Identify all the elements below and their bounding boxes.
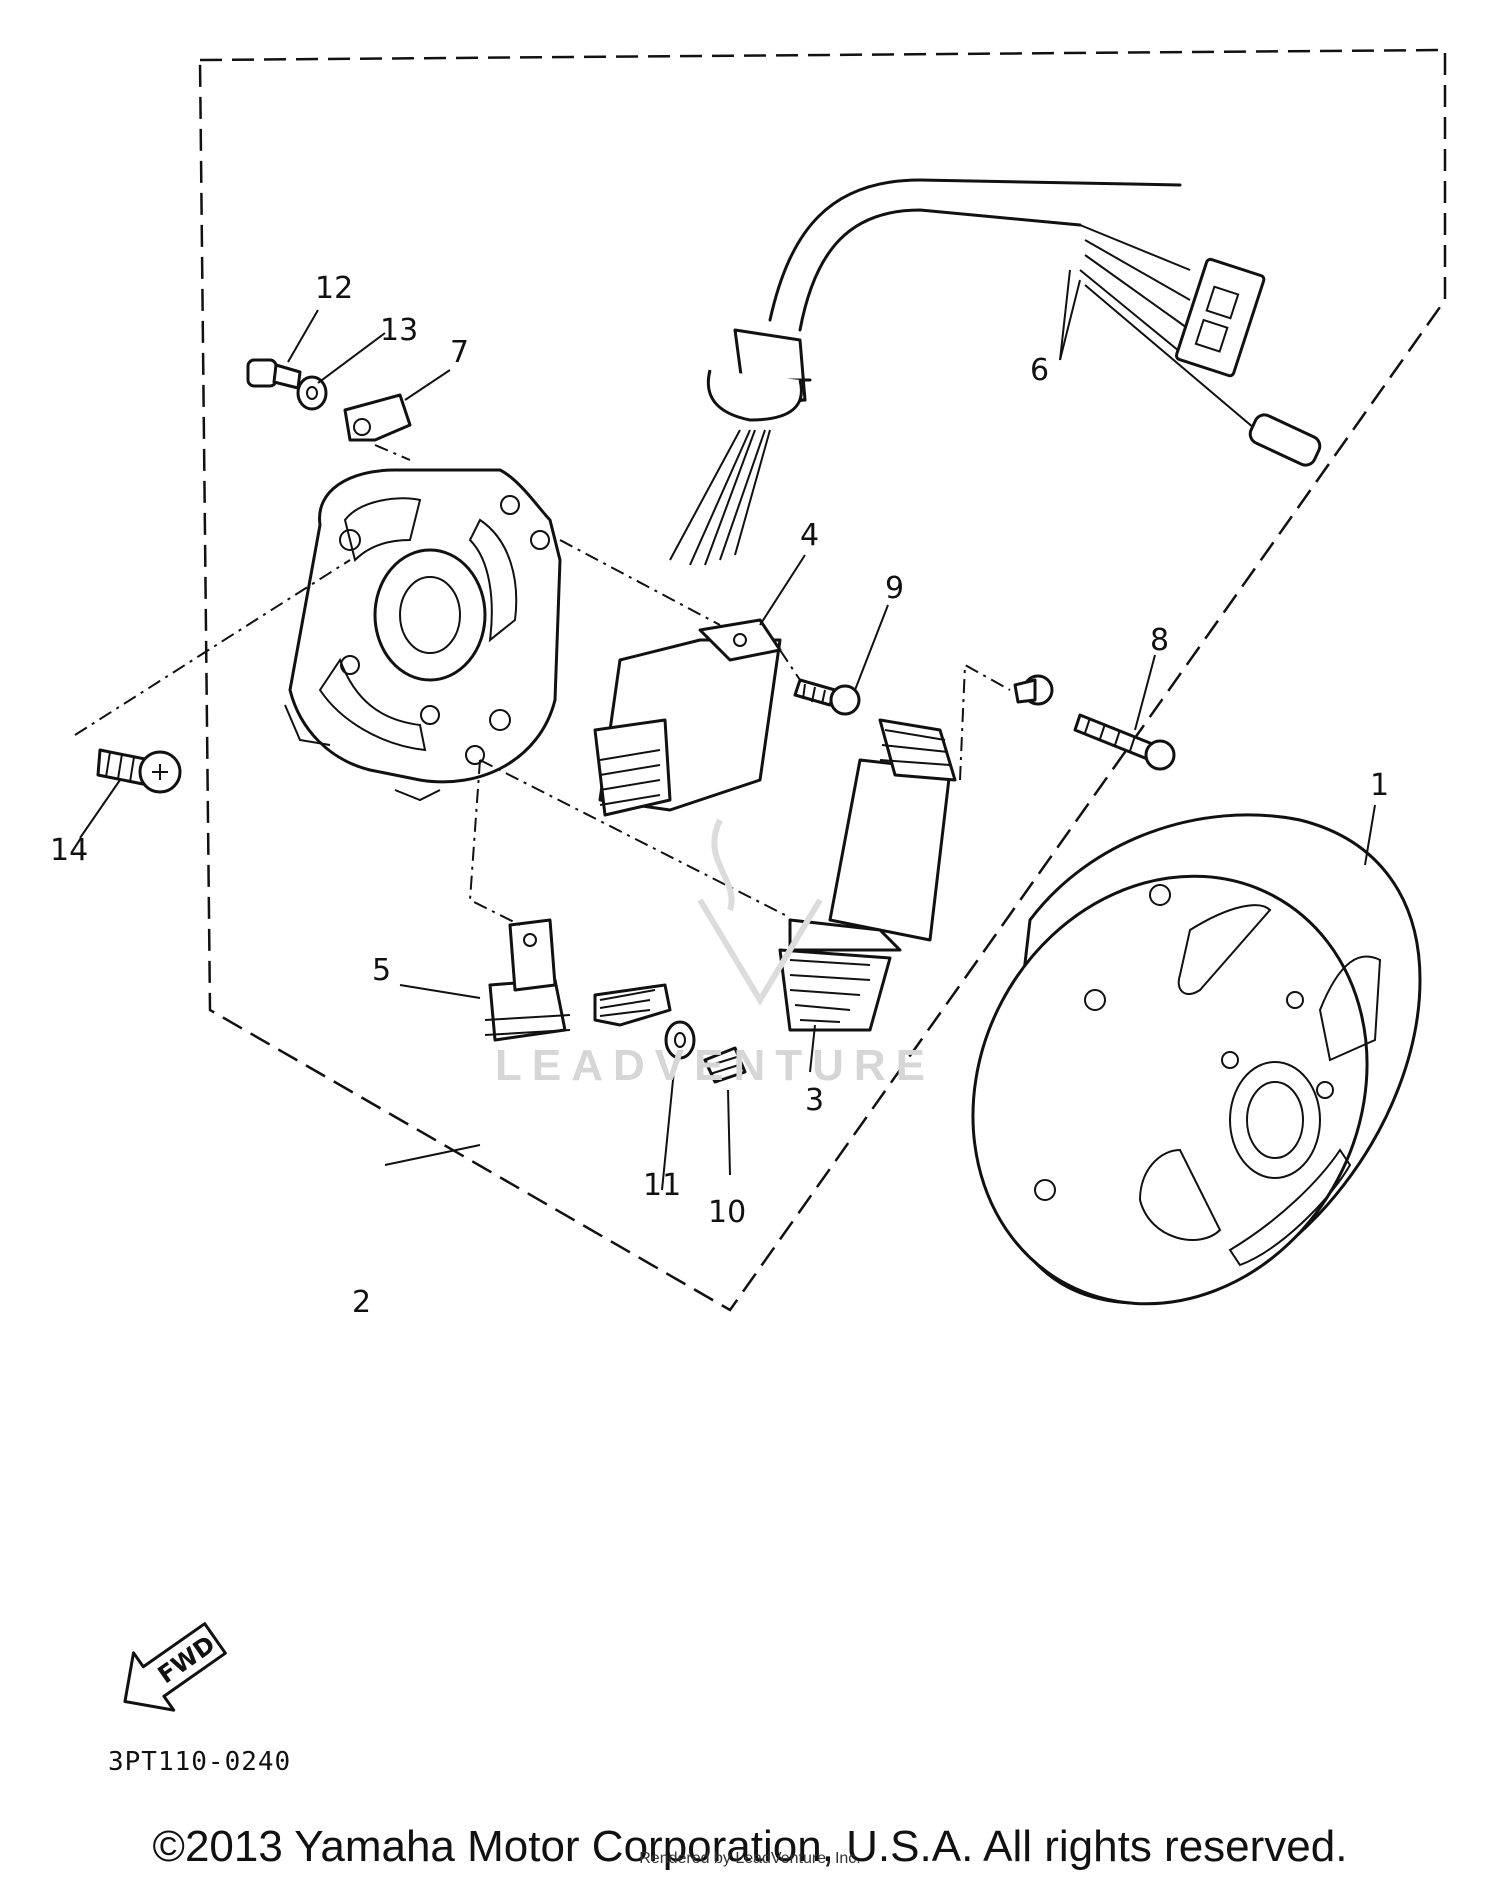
callout-10: 10 — [708, 1195, 746, 1230]
coil-lower — [778, 718, 957, 1032]
rendered-by-note: Rendered by LeadVenture, Inc. — [639, 1850, 861, 1867]
washer-13 — [296, 375, 328, 411]
watermark-logo — [697, 818, 823, 1006]
fwd-arrow-icon: FWD — [123, 1622, 227, 1712]
wire-clamp — [593, 983, 672, 1027]
copyright-notice: ©2013 Yamaha Motor Corporation, U.S.A. A… — [152, 1822, 1348, 1871]
screw-9 — [793, 678, 861, 716]
rotor-flywheel — [971, 813, 1422, 1306]
callout-9: 9 — [885, 571, 904, 606]
callout-lines — [79, 279, 1376, 1191]
callout-12: 12 — [315, 271, 353, 306]
assembly-boundary — [198, 48, 1447, 1312]
callout-14: 14 — [50, 833, 88, 868]
callout-2: 2 — [352, 1285, 371, 1320]
leader-plate-coil4 — [559, 539, 721, 626]
screw-12 — [246, 358, 302, 390]
leader-14-plate — [74, 559, 351, 736]
callout-13: 13 — [380, 313, 418, 348]
leader-9-coil4 — [779, 649, 801, 681]
leader-7-plate — [374, 444, 411, 461]
stator-base-plate — [284, 468, 562, 802]
pickup-coil — [484, 918, 571, 1042]
screw-8 — [1013, 674, 1176, 771]
washer-11 — [664, 1020, 696, 1060]
diagram-code: 3PT110-0240 — [108, 1747, 291, 1777]
leader-plate-pickup — [468, 759, 521, 926]
screw-10 — [703, 1046, 747, 1084]
callout-7: 7 — [450, 335, 469, 370]
callout-3: 3 — [805, 1083, 824, 1118]
coil-upper — [593, 618, 782, 817]
wire-harness — [669, 178, 1322, 566]
leader-8-coil3 — [959, 663, 1011, 781]
callout-8: 8 — [1150, 623, 1169, 658]
watermark-text: LEADVENTURE — [495, 1041, 935, 1090]
callout-11: 11 — [643, 1168, 681, 1203]
callout-5: 5 — [372, 953, 391, 988]
clamp-7 — [343, 393, 412, 442]
callout-6: 6 — [1030, 353, 1049, 388]
callout-4: 4 — [800, 518, 819, 553]
screw-14 — [96, 748, 182, 794]
callout-1: 1 — [1370, 768, 1389, 803]
